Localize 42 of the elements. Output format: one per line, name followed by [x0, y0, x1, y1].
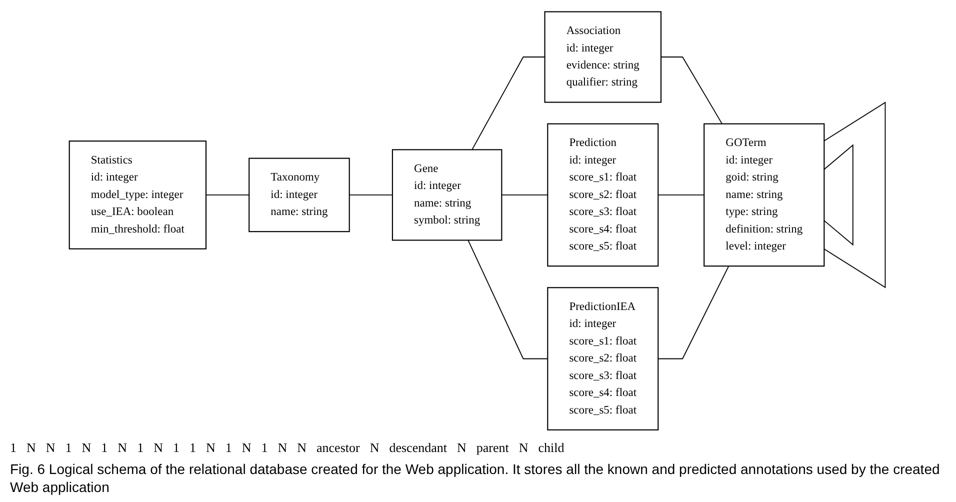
- multiplicity-label: 1: [225, 440, 232, 456]
- multiplicity-label: 1: [261, 440, 268, 456]
- multiplicity-label: N: [26, 440, 36, 456]
- multiplicity-label: N: [82, 440, 92, 456]
- multiplicity-label: N: [297, 440, 307, 456]
- multiplicity-label: 1: [101, 440, 108, 456]
- node-box: GOTerm id: integer goid: string name: string type: string definition: string level: integer: [704, 123, 825, 267]
- multiplicity-label: N: [370, 440, 380, 456]
- multiplicity-label: ancestor: [316, 440, 360, 456]
- multiplicity-label: descendant: [389, 440, 447, 456]
- multiplicity-label: N: [242, 440, 252, 456]
- node-box: PredictionIEA id: integer score_s1: float score_s2: float score_s3: float score_s4: float score_s5: float: [547, 287, 659, 430]
- relationship-line: [660, 56, 723, 124]
- node-box: Prediction id: integer score_s1: float score_s2: float score_s3: float score_s4: float score_s5: float: [547, 123, 659, 267]
- node-box: Statistics id: integer model_type: integer use_IEA: boolean min_threshold: float: [68, 140, 207, 250]
- relationship-line: [658, 194, 705, 196]
- multiplicity-label: N: [518, 440, 528, 456]
- relationship-line: [824, 144, 854, 246]
- relationship-line: [658, 266, 730, 360]
- relationship-line: [472, 56, 546, 150]
- relationship-line: [824, 102, 886, 288]
- figure-caption: Fig. 6 Logical schema of the relational database created for the Web application. It stores all the known and predicted annotations used by the created Web application: [10, 460, 941, 496]
- multiplicity-label: child: [538, 440, 564, 456]
- relationship-line: [468, 240, 548, 360]
- multiplicity-label: N: [456, 440, 466, 456]
- relationship-line: [501, 194, 548, 196]
- multiplicity-label: 1: [65, 440, 72, 456]
- node-box: Association id: integer evidence: string qualifier: string: [544, 11, 662, 103]
- multiplicity-label: 1: [172, 440, 180, 456]
- multiplicity-label: parent: [476, 440, 509, 456]
- relationship-line: [348, 194, 393, 196]
- multiplicity-label: N: [278, 440, 288, 456]
- multiplicity-label: N: [154, 440, 163, 456]
- multiplicity-label: N: [118, 440, 128, 456]
- multiplicity-label: N: [46, 440, 56, 456]
- multiplicity-label: 1: [189, 440, 196, 456]
- node-box: Gene id: integer name: string symbol: string: [392, 149, 502, 241]
- multiplicity-label: N: [206, 440, 216, 456]
- multiplicity-label: 1: [10, 440, 16, 456]
- multiplicity-label: 1: [137, 440, 144, 456]
- node-box: Taxonomy id: integer name: string: [248, 158, 350, 232]
- relationship-line: [206, 194, 250, 196]
